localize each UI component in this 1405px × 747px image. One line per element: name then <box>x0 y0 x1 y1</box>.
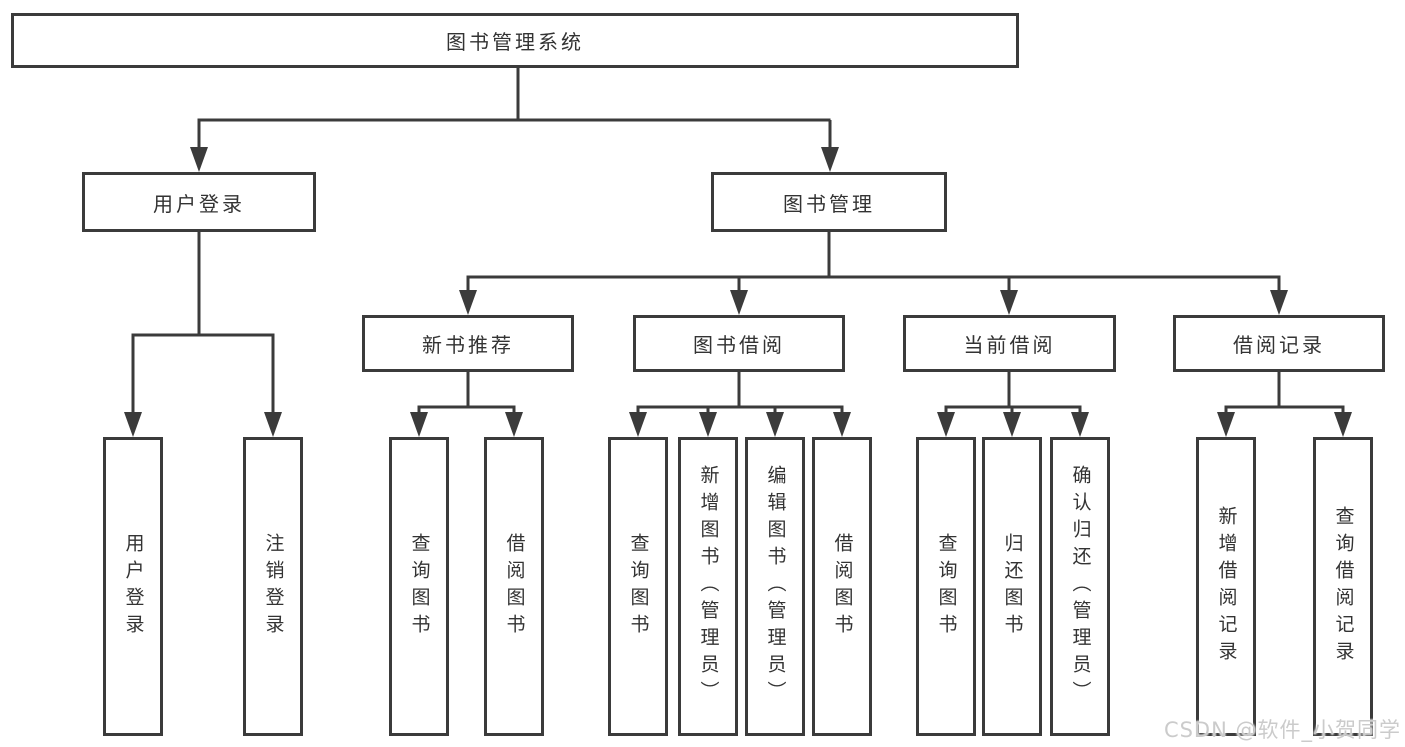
node-book-borrow: 图书借阅 <box>633 315 845 372</box>
node-root-label: 图书管理系统 <box>446 30 584 54</box>
leaf-bb-add-books-admin-label: 新增图书（管理员） <box>697 465 720 708</box>
node-borrow-records: 借阅记录 <box>1173 315 1385 372</box>
leaf-br-query-record-label: 查询借阅记录 <box>1332 505 1355 668</box>
leaf-bb-add-books-admin: 新增图书（管理员） <box>678 437 738 736</box>
leaf-logout-label: 注销登录 <box>262 532 285 641</box>
leaf-cb-return-books-label: 归还图书 <box>1001 532 1024 641</box>
leaf-bb-borrow-books: 借阅图书 <box>812 437 872 736</box>
node-book-management-label: 图书管理 <box>783 191 875 216</box>
node-user-login: 用户登录 <box>82 172 316 232</box>
leaf-br-add-record: 新增借阅记录 <box>1196 437 1256 736</box>
leaf-logout: 注销登录 <box>243 437 303 736</box>
leaf-br-query-record: 查询借阅记录 <box>1313 437 1373 736</box>
leaf-bb-query-books-label: 查询图书 <box>627 532 650 641</box>
leaf-bb-query-books: 查询图书 <box>608 437 668 736</box>
node-current-borrow: 当前借阅 <box>903 315 1116 372</box>
leaf-br-add-record-label: 新增借阅记录 <box>1215 505 1238 668</box>
leaf-user-login: 用户登录 <box>103 437 163 736</box>
leaf-user-login-label: 用户登录 <box>122 532 145 641</box>
node-current-borrow-label: 当前借阅 <box>963 333 1056 357</box>
leaf-cb-confirm-return-admin: 确认归还（管理员） <box>1050 437 1110 736</box>
node-book-management: 图书管理 <box>711 172 947 232</box>
leaf-bb-edit-books-admin: 编辑图书（管理员） <box>745 437 805 736</box>
leaf-cb-return-books: 归还图书 <box>982 437 1042 736</box>
leaf-nbr-query-books-label: 查询图书 <box>408 532 431 641</box>
leaf-nbr-borrow-books: 借阅图书 <box>484 437 544 736</box>
node-user-login-label: 用户登录 <box>153 191 245 216</box>
leaf-cb-query-books-label: 查询图书 <box>935 532 958 641</box>
node-borrow-records-label: 借阅记录 <box>1233 333 1325 357</box>
leaf-bb-edit-books-admin-label: 编辑图书（管理员） <box>764 465 787 708</box>
leaf-bb-borrow-books-label: 借阅图书 <box>831 532 854 641</box>
node-new-book-recommend: 新书推荐 <box>362 315 574 372</box>
csdn-watermark: CSDN @软件_小贺同学 <box>1163 718 1401 742</box>
node-new-book-recommend-label: 新书推荐 <box>422 333 514 357</box>
leaf-cb-confirm-return-admin-label: 确认归还（管理员） <box>1069 465 1092 708</box>
leaf-nbr-borrow-books-label: 借阅图书 <box>503 532 526 641</box>
leaf-cb-query-books: 查询图书 <box>916 437 976 736</box>
node-root: 图书管理系统 <box>11 13 1019 68</box>
leaf-nbr-query-books: 查询图书 <box>389 437 449 736</box>
node-book-borrow-label: 图书借阅 <box>693 333 785 357</box>
